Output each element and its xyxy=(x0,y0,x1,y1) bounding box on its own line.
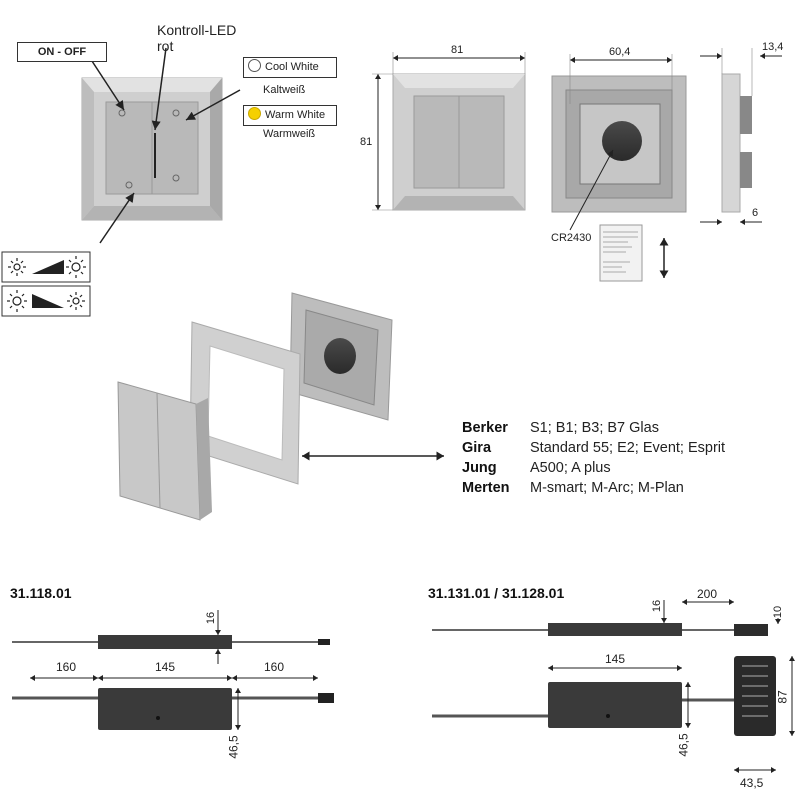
dim-up-box xyxy=(1,251,91,283)
receiver-right-side-view xyxy=(432,623,768,636)
led-label-line2: rot xyxy=(157,38,174,54)
receiver-right-module-height-label: 10 xyxy=(772,605,785,619)
front-height-label: 81 xyxy=(360,136,373,148)
receiver-left-height-label: 16 xyxy=(205,611,218,625)
color-temp-pointer xyxy=(185,89,241,121)
brand-models: A500; A plus xyxy=(530,460,611,476)
on-off-pointer xyxy=(89,57,125,111)
brand-name: Gira xyxy=(462,440,492,456)
brand-name: Merten xyxy=(462,480,510,496)
side-depth-top-label: 13,4 xyxy=(762,41,784,53)
exploded-back-plate xyxy=(289,292,393,421)
receiver-left-width-label: 46,5 xyxy=(226,735,241,759)
brand-row: Jung A500; A plus xyxy=(462,458,725,478)
warm-white-sub: Warmweiß xyxy=(263,128,316,140)
battery-label: CR2430 xyxy=(551,232,592,244)
receiver-left-top-view xyxy=(12,688,334,730)
switch-front-dimensioned xyxy=(392,73,526,211)
receiver-left-body-length-label: 145 xyxy=(155,660,176,674)
on-off-callout: ON - OFF xyxy=(17,42,107,62)
receiver-right-top-view xyxy=(432,656,776,736)
brand-row: Berker S1; B1; B3; B7 Glas xyxy=(462,418,725,438)
exploded-rocker xyxy=(117,381,212,521)
warm-white-label: Warm White xyxy=(265,109,326,121)
receiver-left-lead-left-label: 160 xyxy=(56,660,77,674)
switch-front-annotated xyxy=(81,77,223,221)
led-pointer xyxy=(151,47,167,131)
receiver-left-lead-right-label: 160 xyxy=(264,660,285,674)
cool-white-label: Cool White xyxy=(265,61,319,73)
brand-name: Berker xyxy=(462,420,508,436)
dim-down-box xyxy=(1,285,91,317)
receiver-left-side-view xyxy=(12,635,330,649)
switch-side-view xyxy=(721,73,752,213)
cool-white-dot xyxy=(248,59,261,72)
receiver-right-height-label: 16 xyxy=(651,599,664,613)
brand-row: Merten M-smart; M-Arc; M-Plan xyxy=(462,478,725,498)
cool-white-callout: Cool White xyxy=(243,57,337,78)
back-width-label: 60,4 xyxy=(609,46,631,58)
receiver-left-title: 31.118.01 xyxy=(10,585,72,601)
receiver-right-lead-label: 200 xyxy=(697,587,718,601)
exploded-frame xyxy=(189,321,301,485)
brand-row: Gira Standard 55; E2; Event; Esprit xyxy=(462,438,725,458)
switch-back-view xyxy=(551,75,687,213)
warm-white-dot xyxy=(248,107,261,120)
receiver-right-body-length-label: 145 xyxy=(605,652,626,666)
receiver-right-module-width-label: 43,5 xyxy=(740,776,764,790)
warm-white-callout: Warm White xyxy=(243,105,337,126)
dimmer-pointer xyxy=(99,192,135,244)
on-off-label: ON - OFF xyxy=(37,46,87,58)
led-label-line1: Kontroll-LED xyxy=(157,22,237,38)
cool-white-sub: Kaltweiß xyxy=(263,84,306,96)
battery-pointer xyxy=(569,149,614,231)
brand-name: Jung xyxy=(462,460,497,476)
receiver-right-title: 31.131.01 / 31.128.01 xyxy=(428,585,565,601)
front-width-label: 81 xyxy=(451,44,464,56)
brand-models: Standard 55; E2; Event; Esprit xyxy=(530,440,726,456)
product-label-sticker xyxy=(599,224,643,282)
compatibility-table: Berker S1; B1; B3; B7 Glas Gira Standard 5… xyxy=(462,418,725,498)
receiver-right-width-label: 46,5 xyxy=(676,733,691,757)
brand-models: M-smart; M-Arc; M-Plan xyxy=(530,480,684,496)
receiver-right-module-depth-label: 87 xyxy=(775,690,790,704)
brand-models: S1; B1; B3; B7 Glas xyxy=(530,420,659,436)
side-depth-bottom-label: 6 xyxy=(752,207,759,219)
